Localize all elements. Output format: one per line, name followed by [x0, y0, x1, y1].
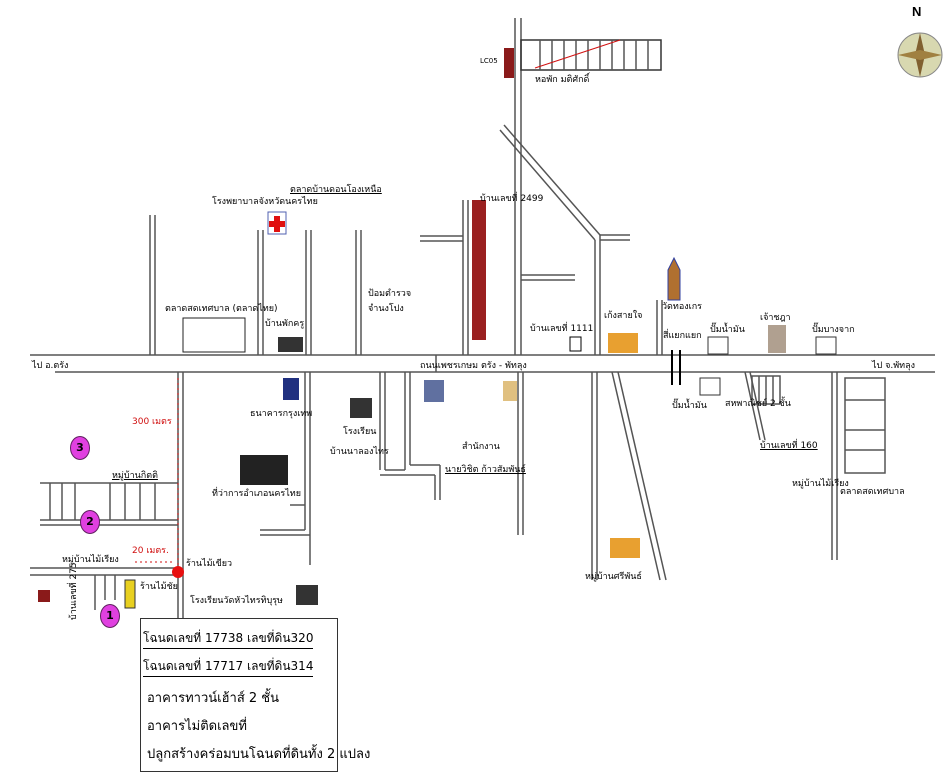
compass-rose-icon — [897, 32, 943, 78]
house-1111-icon — [569, 336, 582, 352]
distance-20m-label: 20 เมตร. — [132, 546, 169, 556]
bangchak-label: ปั๊มบางจาก — [812, 325, 855, 335]
village-east-label: หมู่บ้านไม้เรียง — [792, 479, 849, 489]
school-2-label: โรงเรียนวัดหัวไทรทิบุรุษ — [190, 596, 283, 606]
intersection-label: สี่แยกแยก — [663, 331, 702, 341]
village-mairiang-label: หมู่บ้านไม้เรียง — [62, 555, 119, 565]
subject-location-pin-icon — [172, 566, 184, 578]
market-north-label: ตลาดบ้านดอนโองเหนือ — [290, 185, 382, 195]
building-number-text: อาคารไม่ติดเลขที่ — [147, 719, 247, 734]
gas-station-bangchak-icon — [815, 336, 837, 355]
police-label-2: จำนงโปง — [368, 304, 404, 314]
sriphan-logo-icon — [610, 538, 640, 558]
north-label: N — [912, 4, 922, 19]
house-2499-label: บ้านเลขที่ 2499 — [480, 194, 544, 204]
marker-3: 3 — [70, 436, 90, 460]
house-160-label: บ้านเลขที่ 160 — [760, 441, 818, 451]
office-owner-label: นายวิชิต ก้าวสัมพันธ์ — [445, 465, 526, 475]
house-icon — [278, 337, 303, 352]
market-label: ตลาดสดเทศบาล (ตลาดไทย) — [165, 304, 278, 314]
school-label: โรงเรียน — [343, 427, 377, 437]
school-label-2: บ้านนาลองไทร — [330, 447, 389, 457]
dorm-label: หอพัก มติศักดิ์ — [535, 75, 590, 85]
market-east-label: ตลาดสดเทศบาล — [840, 487, 905, 497]
house-west-label: บ้านเลขที่ 275 — [69, 562, 79, 620]
chada-label: เจ้าชฎา — [760, 313, 791, 323]
marker-2: 2 — [80, 510, 100, 534]
shophouse-label: สหพาณิชย์ 2 ชั้น — [725, 399, 791, 409]
village-kitti-label: หมู่บ้านกิตติ — [112, 471, 158, 481]
lc05-building-icon — [504, 48, 514, 78]
marker-1: 1 — [100, 604, 120, 628]
gas-station-2-icon — [699, 377, 721, 396]
to-phatthalung-label: ไป จ.พัทลุง — [872, 361, 916, 371]
distance-300m-label: 300 เมตร — [132, 417, 172, 427]
bank-label: ธนาคารกรุงเทพ — [250, 409, 313, 419]
gas-station-label: ปั๊มน้ำมัน — [710, 325, 745, 335]
school-icon — [350, 398, 372, 418]
west-house-icon — [38, 590, 50, 602]
police-label: ป้อมตำรวจ — [368, 289, 412, 299]
bangkok-bank-logo-icon — [283, 378, 299, 400]
townhouse-row-icon — [472, 200, 486, 340]
school-2-icon — [296, 585, 318, 605]
deed-1-text: โฉนดเลขที่ 17738 เลขที่ดิน320 — [143, 629, 314, 649]
village-sriphan-label: หมู่บ้านศรีพันธ์ — [585, 572, 642, 582]
gas-station-2-label: ปั๊มน้ำมัน — [672, 401, 707, 411]
gas-station-icon — [707, 336, 729, 355]
market-building-icon — [182, 317, 246, 353]
subject-building-icon — [124, 579, 136, 609]
main-road-label: ถนนเพชรเกษม ตรัง - พัทลุง — [420, 361, 527, 371]
district-office-label: ที่ว่าการอำเภอนครไทย — [212, 489, 301, 499]
district-office-icon — [240, 455, 288, 485]
hospital-label: โรงพยาบาลจังหวัดนครไทย — [212, 197, 318, 207]
teacher-house-label: บ้านพักครู — [265, 319, 305, 329]
house-1111-label: บ้านเลขที่ 1111 — [530, 324, 594, 334]
building-type-text: อาคารทาวน์เฮ้าส์ 2 ชั้น — [147, 691, 279, 706]
shop-icon — [768, 325, 786, 353]
red-pointer-line — [534, 39, 621, 69]
office-building-icon — [424, 380, 444, 402]
office-house-icon — [503, 381, 517, 401]
shop-chai-label: ร้านไม้ชัย — [140, 582, 178, 592]
temple-icon — [667, 256, 681, 301]
construction-note-text: ปลูกสร้างคร่อมบนโฉนดที่ดินทั้ง 2 แปลง — [147, 747, 371, 762]
road-network — [30, 18, 935, 620]
office-label: สำนักงาน — [462, 442, 500, 452]
lc05-label: LC05 — [480, 57, 498, 65]
shop-green-label: ร้านไม้เขียว — [186, 559, 233, 569]
temple-label: วัดทองเกร — [662, 302, 702, 312]
red-cross-icon — [269, 216, 285, 232]
kengsai-logo-icon — [608, 333, 638, 353]
kengsai-label: เก้งสายใจ — [604, 311, 643, 321]
to-trang-label: ไป อ.ตรัง — [32, 361, 69, 371]
property-info-box: โฉนดเลขที่ 17738 เลขที่ดิน320 โฉนดเลขที่… — [140, 618, 370, 772]
deed-2-text: โฉนดเลขที่ 17717 เลขที่ดิน314 — [143, 657, 314, 677]
